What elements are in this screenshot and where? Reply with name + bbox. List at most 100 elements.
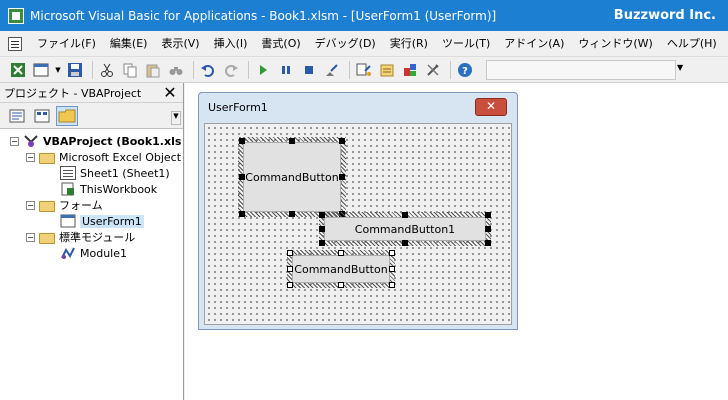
excel-icon [11,62,25,77]
run-button[interactable] [253,60,273,80]
folder-toggle-icon [58,109,76,122]
system-menu-icon[interactable] [8,36,22,51]
pane-close-button[interactable]: ✕ [163,83,177,102]
view-excel-button[interactable] [8,60,28,80]
menu-format[interactable]: 書式(O) [261,36,301,50]
toolbar-separator [349,60,350,79]
resize-handle[interactable] [239,174,245,180]
menu-insert[interactable]: 挿入(I) [213,36,248,50]
resize-handle[interactable] [389,250,395,256]
pause-icon [282,65,290,74]
find-button[interactable] [166,60,186,80]
properties-window-button[interactable] [377,60,397,80]
object-browser-button[interactable] [400,60,420,80]
menu-view[interactable]: 表示(V) [161,36,200,50]
toolbox-icon [427,63,439,76]
menu-file[interactable]: ファイル(F) [37,36,96,50]
userform-icon [60,214,76,228]
resize-handle[interactable] [319,212,325,218]
project-explorer-button[interactable] [354,60,374,80]
reset-button[interactable] [299,60,319,80]
pane-scroll-arrow[interactable]: ▼ [171,111,181,125]
collapse-toggle[interactable]: − [26,232,35,242]
resize-handle[interactable] [485,212,491,218]
collapse-toggle[interactable]: − [10,136,19,146]
help-icon: ? [458,62,472,77]
userform-window[interactable]: UserForm1 ✕ CommandButton CommandButton1… [198,92,518,330]
resize-handle[interactable] [287,266,293,272]
resize-handle[interactable] [389,282,395,288]
userform-close-button[interactable]: ✕ [475,98,507,116]
resize-handle[interactable] [338,282,344,288]
tree-forms-label: フォーム [59,199,103,212]
tree-item-forms[interactable]: − フォーム [0,197,183,213]
resize-handle[interactable] [319,240,325,246]
insert-dropdown-arrow[interactable]: ▼ [55,65,61,74]
tree-item-modules[interactable]: − 標準モジュール [0,229,183,245]
help-button[interactable]: ? [455,60,475,80]
tree-item-thisworkbook[interactable]: ThisWorkbook [0,181,183,197]
undo-icon [201,64,214,77]
view-object-button[interactable] [31,106,53,126]
toolbar-separator [92,60,93,79]
resize-handle[interactable] [339,138,345,144]
resize-handle[interactable] [389,266,395,272]
undo-button[interactable] [198,60,218,80]
menu-help[interactable]: ヘルプ(H) [666,36,717,50]
tree-item-excel-objects[interactable]: − Microsoft Excel Object [0,149,183,165]
tree-modules-label: 標準モジュール [59,231,136,244]
command-button-top[interactable]: CommandButton [243,142,341,212]
project-explorer-icon [356,63,371,76]
project-pane-title-text: プロジェクト - VBAProject [4,86,142,100]
collapse-toggle[interactable]: − [26,200,35,210]
menu-debug[interactable]: デバッグ(D) [314,36,376,50]
resize-handle[interactable] [289,138,295,144]
position-combo[interactable]: ▼ [486,59,683,80]
cut-button[interactable] [97,60,117,80]
save-button[interactable] [65,60,85,80]
redo-button[interactable] [221,60,241,80]
resize-handle[interactable] [402,240,408,246]
menu-run[interactable]: 実行(R) [389,36,428,50]
resize-handle[interactable] [289,211,295,217]
insert-userform-button[interactable] [31,60,51,80]
resize-handle[interactable] [239,138,245,144]
design-mode-button[interactable] [322,60,342,80]
project-explorer-pane: プロジェクト - VBAProject ✕ ▼ − VBAProject (Bo… [0,83,184,400]
view-code-button[interactable] [6,106,28,126]
menu-edit[interactable]: 編集(E) [109,36,148,50]
toggle-folders-button[interactable] [56,105,78,126]
tree-item-module1[interactable]: Module1 [0,245,183,261]
resize-handle[interactable] [338,250,344,256]
userform-icon [33,63,49,76]
break-button[interactable] [276,60,296,80]
command-button-1[interactable]: CommandButton1 [324,217,486,241]
resize-handle[interactable] [287,282,293,288]
toolbox-button[interactable] [423,60,443,80]
project-pane-toolbar: ▼ [0,103,183,129]
resize-handle[interactable] [339,174,345,180]
save-icon [68,62,82,77]
tree-item-sheet1[interactable]: Sheet1 (Sheet1) [0,165,183,181]
menu-tools[interactable]: ツール(T) [441,36,491,50]
userform-canvas[interactable]: CommandButton CommandButton1 CommandButt… [204,123,512,325]
copy-button[interactable] [120,60,140,80]
menu-window[interactable]: ウィンドウ(W) [578,36,653,50]
resize-handle[interactable] [402,212,408,218]
resize-handle[interactable] [319,226,325,232]
window-title: Microsoft Visual Basic for Applications … [30,8,497,23]
resize-handle[interactable] [287,250,293,256]
resize-handle[interactable] [485,240,491,246]
resize-handle[interactable] [239,211,245,217]
tree-item-userform1[interactable]: UserForm1 [0,213,183,229]
command-button-small[interactable]: CommandButton [292,255,390,283]
tree-thisworkbook-label: ThisWorkbook [80,182,158,196]
paste-button[interactable] [143,60,163,80]
folder-icon [39,152,55,164]
toolbar-overflow-arrow[interactable]: ▼ [677,62,684,72]
collapse-toggle[interactable]: − [26,152,35,162]
menu-addins[interactable]: アドイン(A) [504,36,565,50]
tree-item-project[interactable]: − VBAProject (Book1.xls [0,133,183,149]
resize-handle[interactable] [485,226,491,232]
tree-userform1-label: UserForm1 [80,214,144,228]
